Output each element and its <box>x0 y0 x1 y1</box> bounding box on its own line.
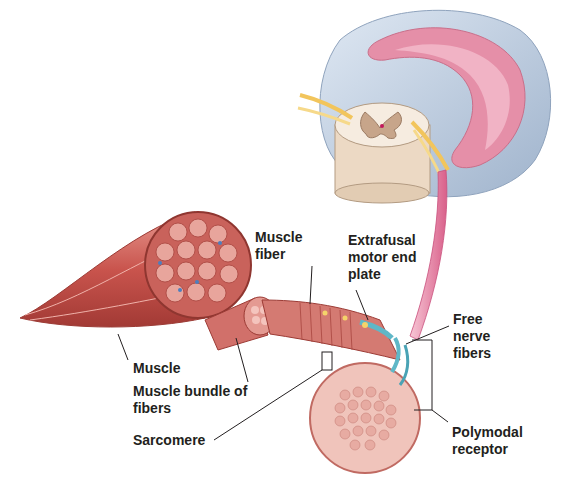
part-label: Sarcomere <box>133 432 233 449</box>
part-label: Muscle bundle of fibers <box>133 383 253 417</box>
part-label: Muscle fiber <box>255 229 317 263</box>
part-label: Free nerve fibers <box>453 311 513 362</box>
part-label: Polymodal receptor <box>452 424 552 458</box>
part-label: Muscle <box>133 360 223 377</box>
part-label: Extrafusal motor end plate <box>348 232 440 283</box>
